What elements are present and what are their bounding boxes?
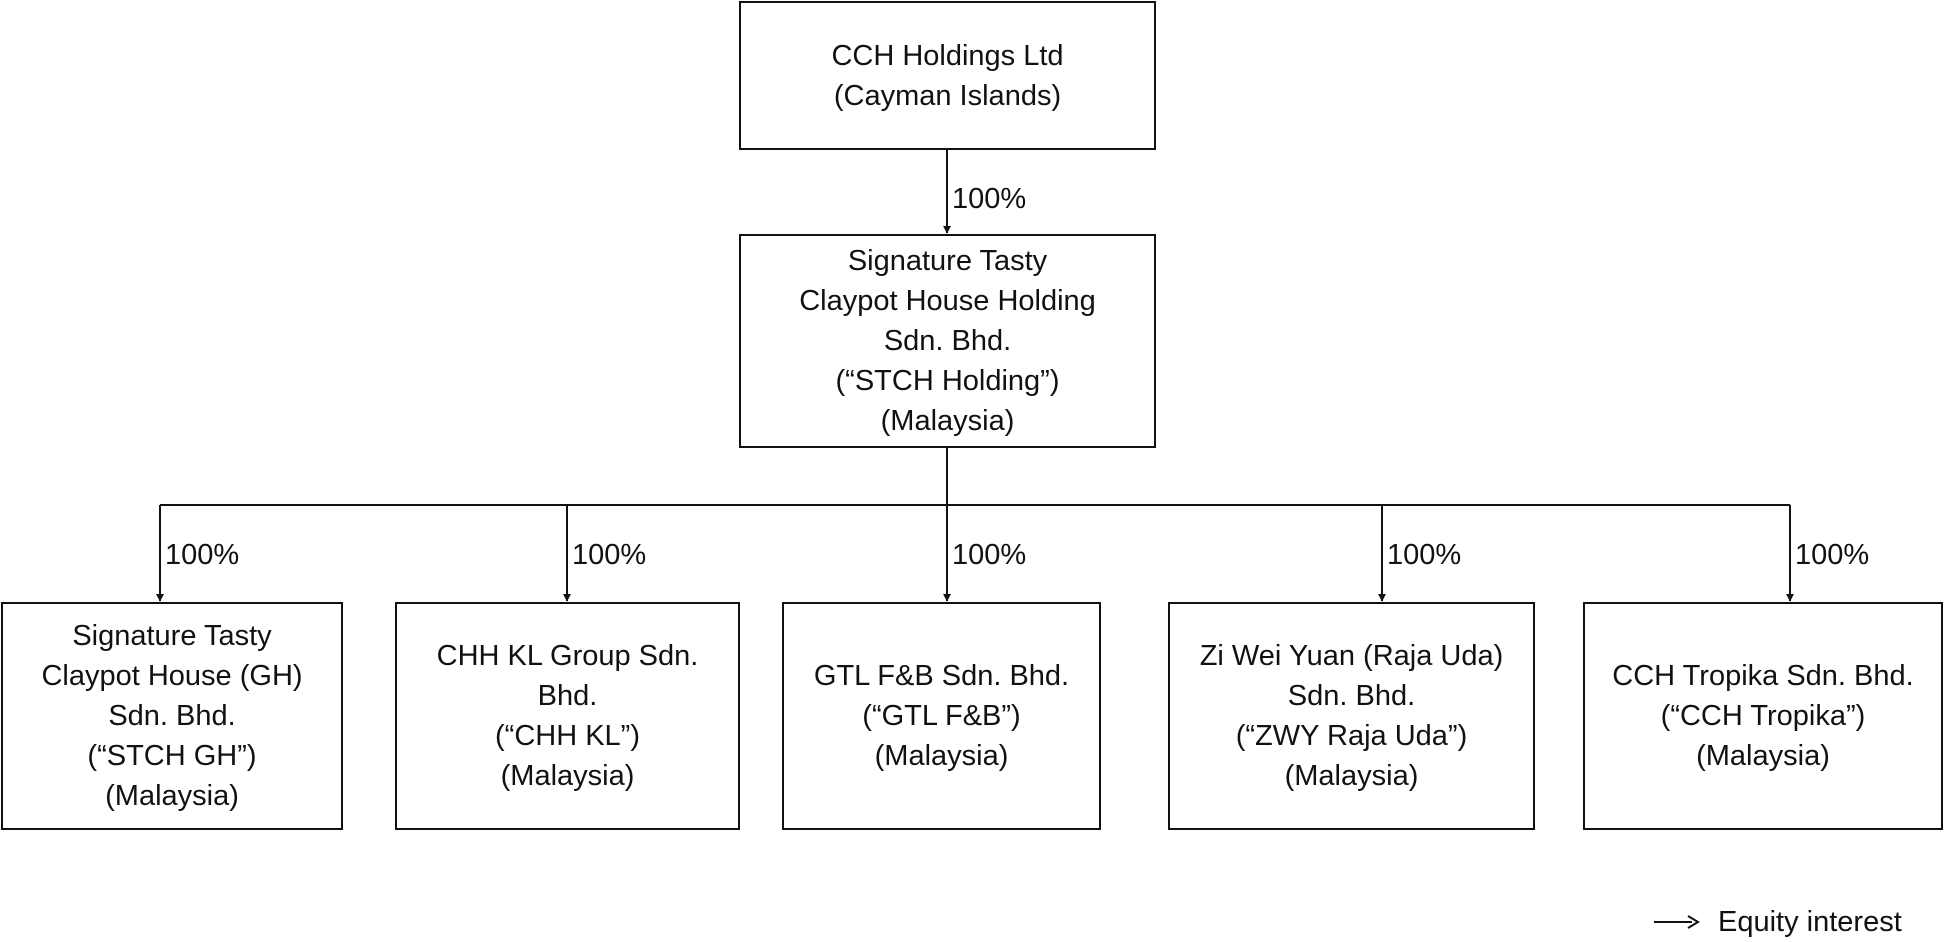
- entity-line: (Malaysia): [874, 740, 1009, 772]
- entity-line: (Malaysia): [1284, 760, 1419, 792]
- entity-line: (Malaysia): [1696, 740, 1830, 772]
- entity-line: (Malaysia): [500, 760, 635, 792]
- entity-line: Bhd.: [537, 680, 598, 712]
- entity-line: CCH Tropika Sdn. Bhd.: [1612, 660, 1914, 692]
- entity-line: (Cayman Islands): [833, 79, 1062, 112]
- entity-line: Sdn. Bhd.: [108, 700, 236, 732]
- entity-line: (Malaysia): [105, 780, 239, 812]
- entity-name-subsidiary-3: GTL F&B Sdn. Bhd. (“GTL F&B”) (Malaysia): [814, 656, 1069, 776]
- equity-label-subsidiary-5: 100%: [1795, 539, 1870, 571]
- equity-label-subsidiary-3: 100%: [952, 539, 1027, 571]
- entity-box-subsidiary-1: Signature Tasty Claypot House (GH) Sdn. …: [1, 602, 343, 830]
- entity-line: Sdn. Bhd.: [883, 325, 1012, 357]
- entity-line: CCH Holdings Ltd: [831, 39, 1064, 72]
- entity-line: Sdn. Bhd.: [1287, 680, 1416, 712]
- entity-line: GTL F&B Sdn. Bhd.: [813, 660, 1070, 692]
- entity-line: Zi Wei Yuan (Raja Uda): [1199, 640, 1504, 672]
- entity-line: Signature Tasty: [847, 245, 1048, 277]
- entity-line: (“ZWY Raja Uda”): [1235, 720, 1468, 752]
- equity-label-holding: 100%: [952, 183, 1027, 215]
- legend: Equity interest: [1652, 904, 1902, 940]
- entity-line: (“STCH Holding”): [835, 365, 1060, 397]
- entity-box-subsidiary-3: GTL F&B Sdn. Bhd. (“GTL F&B”) (Malaysia): [782, 602, 1101, 830]
- entity-name-parent: CCH Holdings Ltd (Cayman Islands): [831, 36, 1063, 116]
- entity-name-subsidiary-2: CHH KL Group Sdn. Bhd. (“CHH KL”) (Malay…: [437, 636, 699, 796]
- entity-name-subsidiary-1: Signature Tasty Claypot House (GH) Sdn. …: [41, 616, 302, 816]
- legend-label: Equity interest: [1718, 905, 1902, 938]
- entity-box-subsidiary-4: Zi Wei Yuan (Raja Uda) Sdn. Bhd. (“ZWY R…: [1168, 602, 1535, 830]
- equity-label-subsidiary-1: 100%: [165, 539, 240, 571]
- legend-arrow-icon: [1654, 915, 1700, 929]
- entity-name-subsidiary-5: CCH Tropika Sdn. Bhd. (“CCH Tropika”) (M…: [1612, 656, 1913, 776]
- entity-line: Signature Tasty: [72, 620, 272, 652]
- entity-box-subsidiary-5: CCH Tropika Sdn. Bhd. (“CCH Tropika”) (M…: [1583, 602, 1943, 830]
- entity-name-subsidiary-4: Zi Wei Yuan (Raja Uda) Sdn. Bhd. (“ZWY R…: [1200, 636, 1504, 796]
- entity-line: (“CCH Tropika”): [1660, 700, 1866, 732]
- equity-label-subsidiary-4: 100%: [1387, 539, 1462, 571]
- entity-line: (Malaysia): [880, 405, 1015, 437]
- entity-name-holding: Signature Tasty Claypot House Holding Sd…: [799, 241, 1096, 441]
- entity-line: (“GTL F&B”): [862, 700, 1021, 732]
- entity-box-subsidiary-2: CHH KL Group Sdn. Bhd. (“CHH KL”) (Malay…: [395, 602, 740, 830]
- entity-box-holding: Signature Tasty Claypot House Holding Sd…: [739, 234, 1156, 448]
- entity-line: (“STCH GH”): [87, 740, 257, 772]
- entity-line: (“CHH KL”): [495, 720, 640, 752]
- entity-box-parent: CCH Holdings Ltd (Cayman Islands): [739, 1, 1156, 150]
- entity-line: Claypot House (GH): [41, 660, 303, 692]
- entity-line: Claypot House Holding: [799, 285, 1096, 317]
- equity-label-subsidiary-2: 100%: [572, 539, 647, 571]
- entity-line: CHH KL Group Sdn.: [436, 640, 699, 672]
